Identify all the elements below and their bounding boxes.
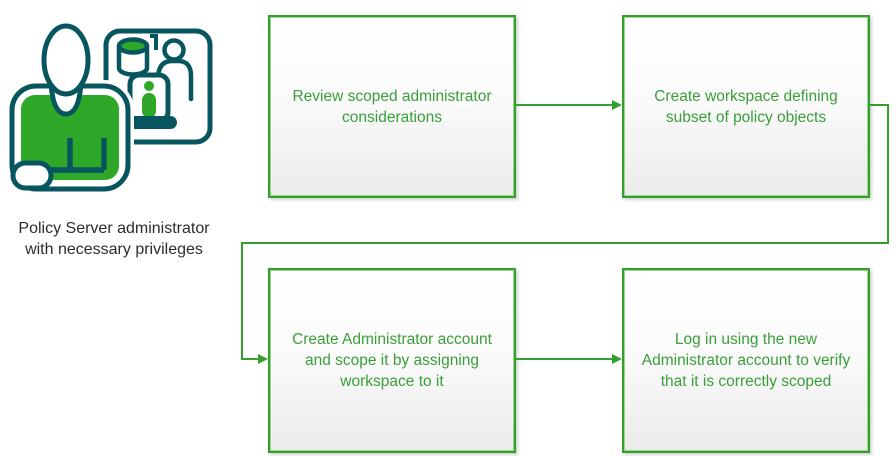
- connector-step2-step3-segment-down-left: [241, 242, 243, 360]
- connector-step1-step2-line: [516, 104, 612, 106]
- illustration-caption: Policy Server administrator with necessa…: [18, 220, 210, 258]
- database-icon: [116, 34, 158, 77]
- connector-step2-step3-arrowhead: [258, 354, 268, 364]
- step-label: Create Administrator account and scope i…: [292, 331, 492, 390]
- step-box-create-workspace: Create workspace defining subset of poli…: [622, 15, 870, 198]
- connector-step2-step3-segment-across: [241, 242, 889, 244]
- mini-person-icon: [155, 38, 194, 102]
- admin-person-icon: [6, 19, 134, 195]
- step-label: Review scoped administrator consideratio…: [292, 87, 492, 126]
- connector-step1-step2-arrowhead: [612, 100, 622, 110]
- step-box-create-admin-account: Create Administrator account and scope i…: [268, 268, 516, 453]
- connector-step3-step4-arrowhead: [612, 354, 622, 364]
- connector-step3-step4-line: [516, 358, 612, 360]
- step-label: Create workspace defining subset of poli…: [654, 87, 838, 126]
- connector-step2-step3-segment-down-right: [887, 104, 889, 244]
- connector-step2-step3-segment-right: [870, 104, 889, 106]
- step-label: Log in using the new Administrator accou…: [641, 331, 851, 390]
- connector-step2-step3-segment-into: [241, 358, 258, 360]
- policy-server-administrator-illustration: Policy Server administrator with necessa…: [0, 0, 235, 270]
- step-box-verify-login: Log in using the new Administrator accou…: [622, 268, 870, 453]
- administrator-illustration-svg: [6, 19, 213, 195]
- step-box-review-considerations: Review scoped administrator consideratio…: [268, 15, 516, 198]
